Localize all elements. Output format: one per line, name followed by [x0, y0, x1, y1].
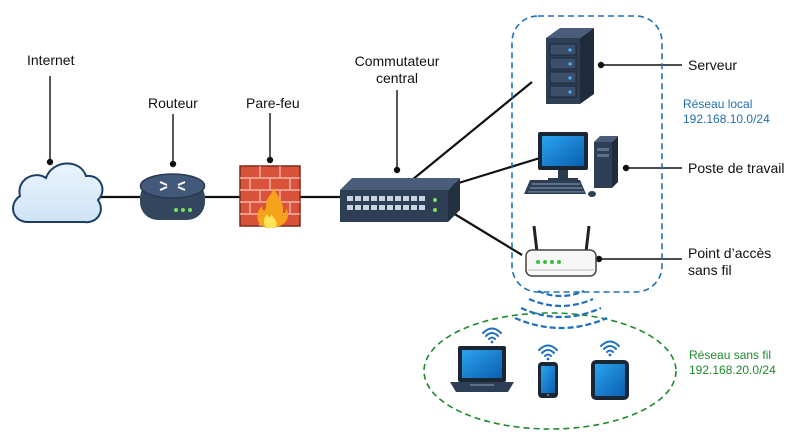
phone-icon — [538, 362, 558, 398]
server-icon — [546, 28, 594, 104]
firewall-icon — [239, 165, 301, 228]
label-ap-line1: Point d’accès — [688, 245, 772, 261]
router-icon — [139, 173, 206, 220]
wifi-icon — [482, 327, 620, 361]
connections — [97, 81, 541, 256]
label-access-point: Point d’accès sans fil — [688, 245, 771, 279]
wireless-signal-waves — [514, 289, 608, 330]
link-switch-ap — [447, 209, 523, 256]
access-point-icon — [525, 225, 597, 277]
link-switch-workstation — [451, 156, 541, 187]
workstation-icon — [524, 132, 618, 197]
tablet-icon — [591, 360, 629, 400]
wireless-network-boundary — [423, 312, 677, 430]
switch-icon — [340, 178, 460, 222]
label-server: Serveur — [688, 57, 738, 73]
wireless-network-subnet: 192.168.20.0/24 — [689, 363, 776, 377]
label-firewall: Pare-feu — [246, 95, 300, 111]
wireless-network-name: Réseau sans fil — [689, 348, 772, 362]
label-switch-line2: central — [375, 70, 419, 86]
local-network-label: Réseau local 192.168.10.0/24 — [683, 97, 770, 127]
cloud-icon — [12, 162, 104, 224]
laptop-icon — [450, 346, 514, 392]
label-workstation: Poste de travail — [688, 160, 785, 176]
label-router: Routeur — [148, 95, 198, 111]
label-leaders — [46, 61, 682, 263]
link-switch-server — [411, 81, 533, 181]
local-network-boundary — [511, 15, 663, 293]
label-switch-line1: Commutateur — [354, 53, 440, 69]
local-network-name: Réseau local — [683, 97, 753, 111]
label-ap-line2: sans fil — [688, 262, 732, 278]
label-internet: Internet — [27, 52, 75, 68]
wireless-network-label: Réseau sans fil 192.168.20.0/24 — [689, 348, 776, 378]
label-switch: Commutateur central — [347, 53, 447, 87]
local-network-subnet: 192.168.10.0/24 — [683, 112, 770, 126]
